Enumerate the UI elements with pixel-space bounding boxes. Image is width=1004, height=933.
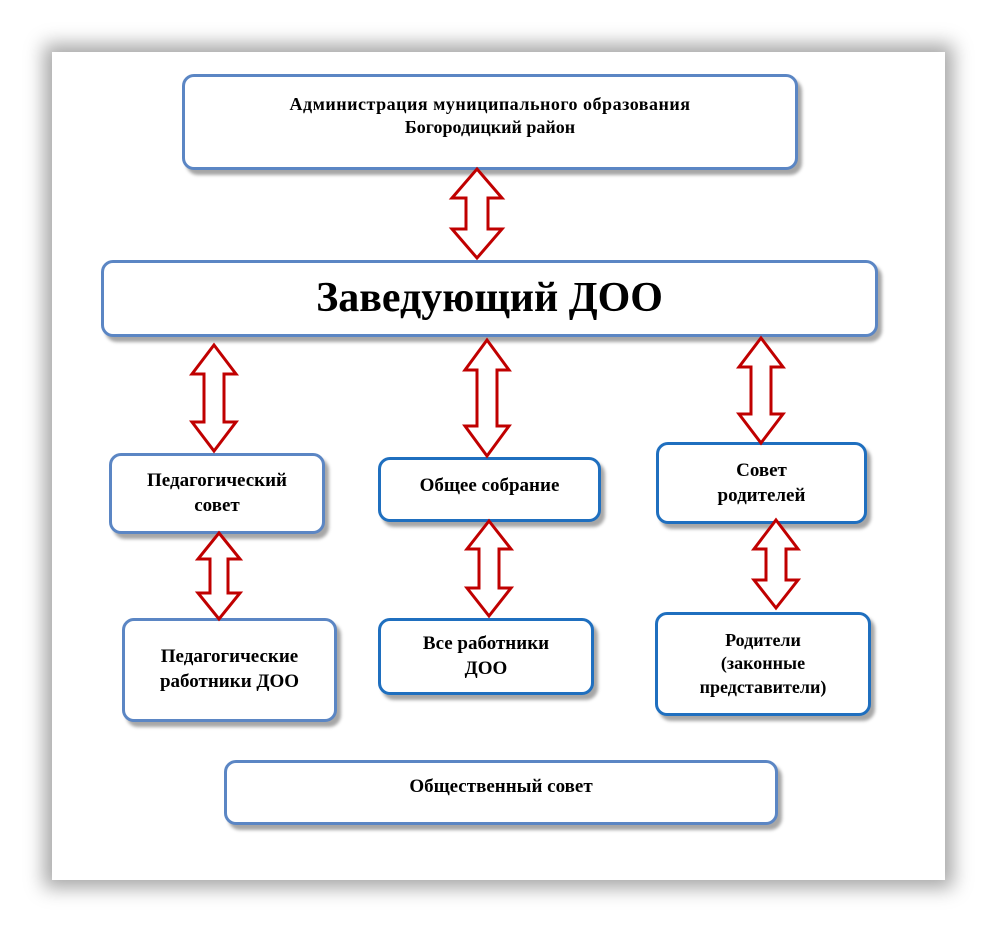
all-workers-line-1: Все работники — [422, 632, 550, 654]
head-box: Заведующий ДОО — [101, 260, 878, 337]
public-council-box: Общественный совет — [224, 760, 778, 825]
admin-line-1: Администрация муниципального образования — [289, 94, 691, 114]
parents-line-3: представители) — [699, 676, 827, 697]
ped-council-line-1: Педагогический — [147, 469, 287, 491]
head-label: Заведующий ДОО — [316, 275, 663, 322]
parent-council-line-1: Совет — [736, 460, 787, 481]
ped-council-box: Педагогический совет — [109, 453, 325, 534]
all-workers-line-2: ДОО — [464, 657, 508, 679]
general-meeting-label: Общее собрание — [419, 475, 560, 496]
parents-line-2: (законные — [720, 653, 806, 674]
parent-council-line-2: родителей — [717, 484, 806, 506]
public-council-label: Общественный совет — [409, 776, 593, 797]
ped-workers-line-1: Педагогические — [160, 646, 299, 668]
ped-workers-box: Педагогические работники ДОО — [122, 618, 337, 722]
admin-box: Администрация муниципального образования… — [182, 74, 798, 170]
parents-box: Родители (законные представители) — [655, 612, 871, 716]
parent-council-box: Совет родителей — [656, 442, 867, 524]
admin-line-2: Богородицкий район — [404, 117, 576, 138]
parents-line-1: Родители — [725, 630, 801, 651]
all-workers-box: Все работники ДОО — [378, 618, 594, 695]
ped-workers-line-2: работники ДОО — [159, 671, 300, 692]
general-meeting-box: Общее собрание — [378, 457, 601, 522]
ped-council-line-2: совет — [194, 494, 240, 516]
